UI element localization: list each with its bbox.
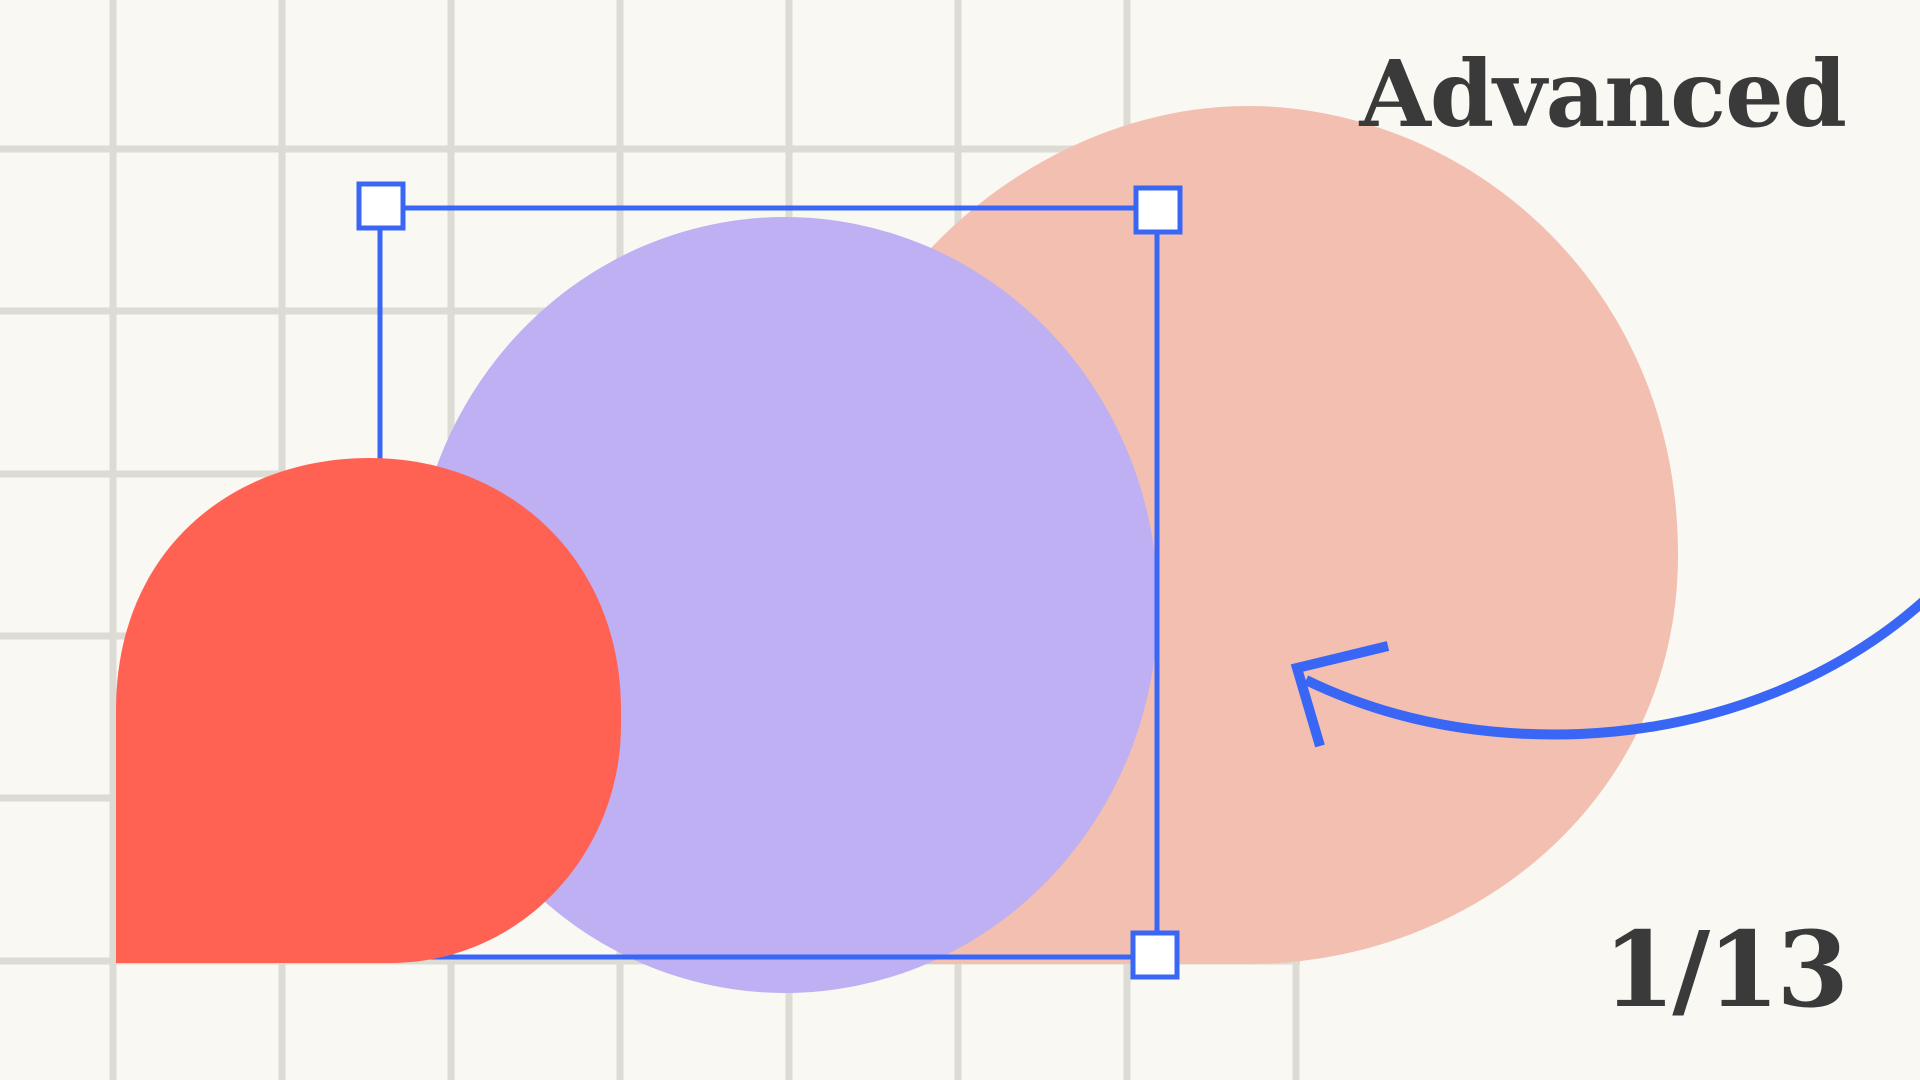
curved-arrow-icon — [1290, 597, 1920, 748]
resize-handle-top-left[interactable] — [356, 181, 406, 231]
coral-shape — [116, 458, 621, 963]
difficulty-label: Advanced — [1359, 40, 1847, 148]
resize-handle-top-right[interactable] — [1133, 185, 1183, 235]
page-counter: 1/13 — [1602, 908, 1849, 1031]
resize-handle-bottom-right[interactable] — [1130, 930, 1180, 980]
